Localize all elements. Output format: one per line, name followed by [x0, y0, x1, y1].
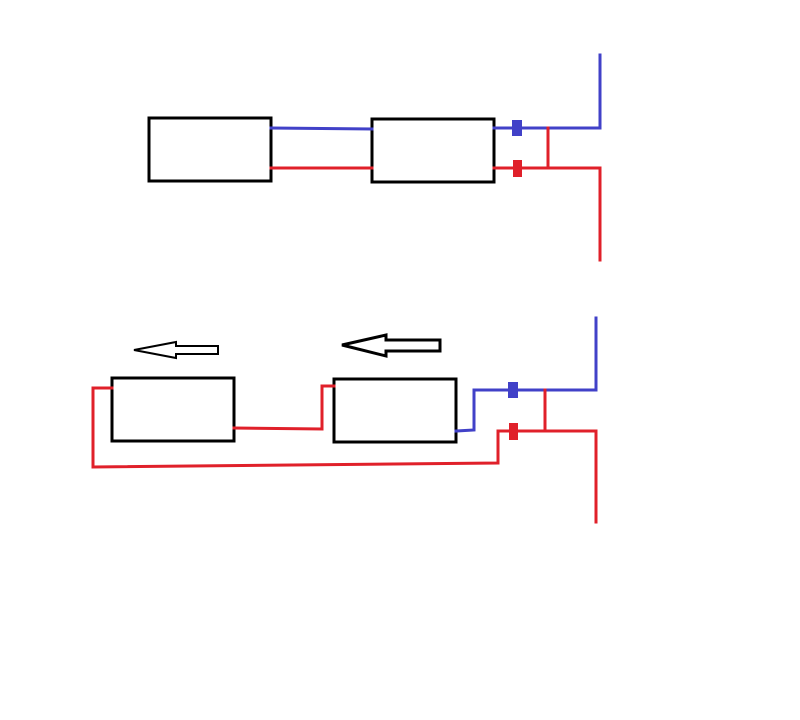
- bottom-left-radiator-box: [110, 376, 236, 443]
- bottom-diagram: [91, 316, 598, 524]
- top-diagram: [147, 53, 602, 262]
- top-blue-valve-icon: [512, 120, 522, 136]
- top-red-valve-icon: [513, 160, 522, 177]
- bottom-blue-valve-icon: [508, 382, 518, 398]
- bottom-red-valve-icon: [509, 423, 518, 440]
- top-red-return-wire: [492, 166, 602, 262]
- flow-arrow-left-icon: [133, 340, 219, 360]
- flow-arrow-right-icon: [341, 333, 442, 358]
- top-right-radiator-box: [370, 117, 496, 184]
- bottom-red-loop-wire: [91, 386, 598, 524]
- bottom-red-link-wire: [232, 384, 336, 431]
- bottom-blue-supply-wire: [454, 316, 598, 433]
- top-left-radiator-box: [147, 116, 273, 183]
- top-blue-supply-wire: [492, 53, 602, 130]
- top-blue-link-wire: [269, 126, 374, 131]
- bottom-right-radiator-box: [332, 377, 458, 444]
